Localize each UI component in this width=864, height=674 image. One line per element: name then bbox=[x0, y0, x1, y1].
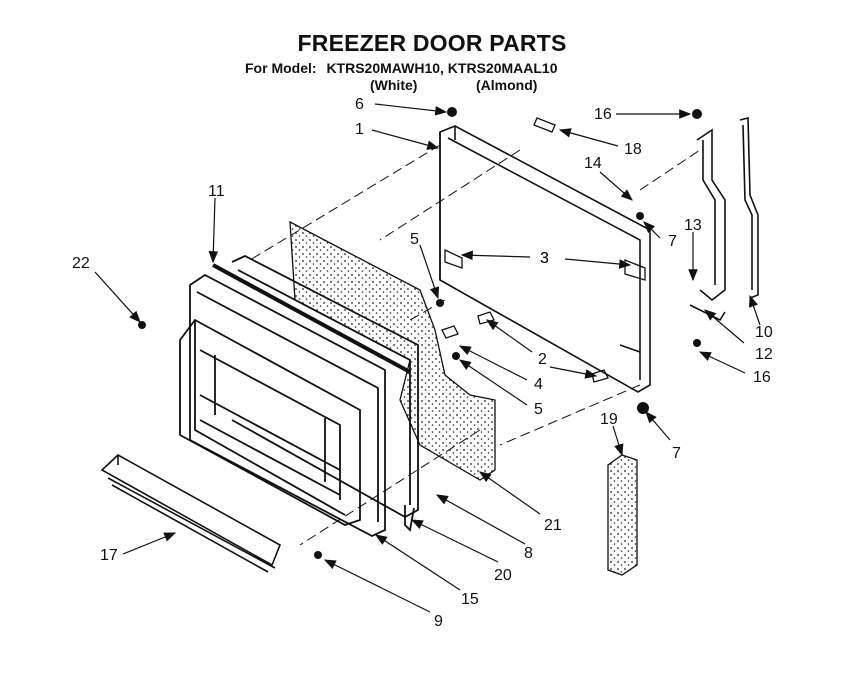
callout-11: 11 bbox=[208, 183, 225, 200]
callout-3a: 3 bbox=[540, 250, 549, 267]
page-title: FREEZER DOOR PARTS bbox=[297, 30, 567, 56]
door-outer-panel bbox=[439, 125, 651, 393]
callout-19: 19 bbox=[600, 411, 618, 428]
callout-22: 22 bbox=[72, 255, 90, 272]
door-strip bbox=[212, 263, 411, 374]
callout-3b: 3 bbox=[540, 250, 549, 267]
callout-21: 21 bbox=[544, 517, 562, 534]
callout-6: 6 bbox=[355, 96, 364, 113]
model-line: For Model: KTRS20MAWH10, KTRS20MAAL10 bbox=[245, 60, 558, 76]
callout-8: 8 bbox=[524, 545, 533, 562]
model-label: For Model: bbox=[245, 60, 317, 76]
callout-17: 17 bbox=[100, 547, 118, 564]
callout-16a: 16 bbox=[594, 106, 612, 123]
door-liner bbox=[179, 318, 361, 526]
callout-9: 9 bbox=[434, 613, 443, 630]
callout-7b: 7 bbox=[672, 445, 681, 462]
variant-white: (White) bbox=[370, 77, 418, 93]
callout-7a: 7 bbox=[668, 233, 677, 250]
callout-20: 20 bbox=[494, 567, 512, 584]
hinge-plate-right bbox=[624, 259, 646, 281]
callout-18: 18 bbox=[624, 141, 642, 158]
callout-13: 13 bbox=[684, 217, 702, 234]
callout-14: 14 bbox=[584, 155, 602, 172]
callout-4: 4 bbox=[534, 376, 543, 393]
hardware-screws bbox=[138, 107, 702, 559]
label-18 bbox=[533, 117, 556, 133]
callout-2: 2 bbox=[538, 351, 547, 368]
foam-insulation bbox=[289, 220, 496, 481]
callout-12: 12 bbox=[755, 346, 773, 363]
callout-10: 10 bbox=[755, 324, 773, 341]
callout-16b: 16 bbox=[753, 369, 771, 386]
model-numbers: KTRS20MAWH10, KTRS20MAAL10 bbox=[326, 60, 558, 76]
callout-15: 15 bbox=[461, 591, 479, 608]
callout-1: 1 bbox=[355, 121, 364, 138]
handle-trim bbox=[100, 454, 282, 573]
hinge-plate-left bbox=[444, 248, 463, 269]
leader-lines bbox=[94, 103, 761, 613]
callout-5a: 5 bbox=[410, 231, 419, 248]
foam-block bbox=[607, 454, 638, 576]
door-stop-upper bbox=[477, 311, 495, 325]
door-stop-lower bbox=[591, 369, 609, 383]
callout-5b: 5 bbox=[534, 401, 543, 418]
cam bbox=[441, 325, 459, 339]
callout-labels: 1 2 3 3 4 5 5 6 7 7 8 9 10 11 12 13 14 1… bbox=[72, 96, 773, 630]
variant-almond: (Almond) bbox=[476, 77, 538, 93]
